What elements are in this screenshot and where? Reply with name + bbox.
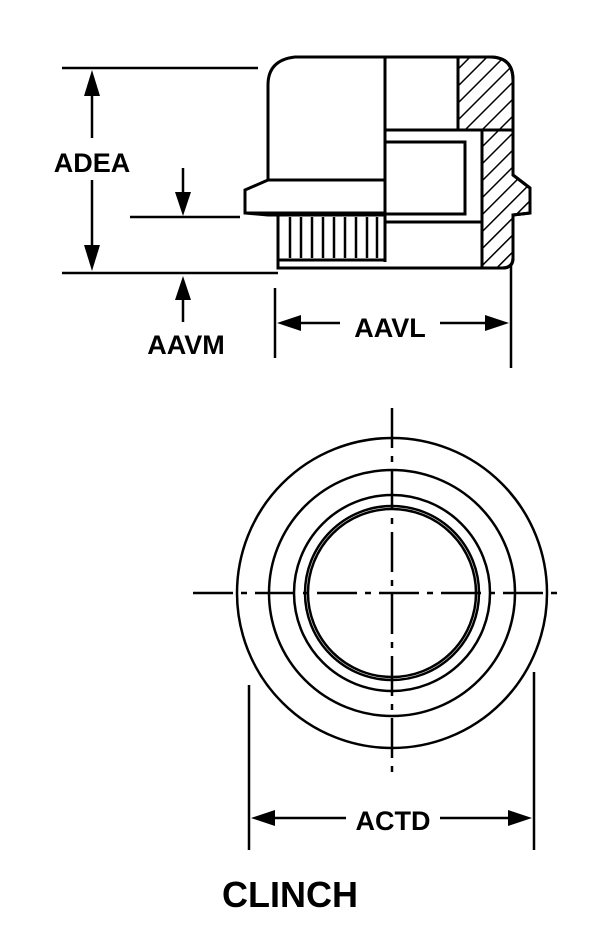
adea-arrow-up [84, 70, 100, 96]
adea-arrow-down [84, 245, 100, 271]
adea-label: ADEA [54, 148, 131, 178]
aavm-arrow-up [175, 276, 191, 300]
knurl-lines [288, 217, 379, 258]
hatched-section-side [480, 128, 532, 270]
aavl-label: AAVL [354, 313, 426, 343]
actd-label: ACTD [356, 806, 431, 836]
actd-arrow-right [508, 810, 532, 826]
diagram-title: CLINCH [222, 874, 358, 915]
aavm-label: AAVM [147, 330, 225, 360]
aavl-arrow-left [277, 315, 301, 331]
aavm-arrow-down [175, 192, 191, 216]
inner-cavity [385, 128, 484, 224]
aavl-arrow-right [485, 315, 509, 331]
knurled-shank [276, 213, 387, 262]
hatched-section-top [456, 55, 515, 132]
actd-dimension [247, 672, 536, 850]
thread-bore [383, 140, 467, 216]
aavm-dimension [130, 168, 240, 322]
nut-flange [243, 178, 278, 217]
aavl-dimension [273, 265, 513, 368]
actd-arrow-left [251, 810, 275, 826]
